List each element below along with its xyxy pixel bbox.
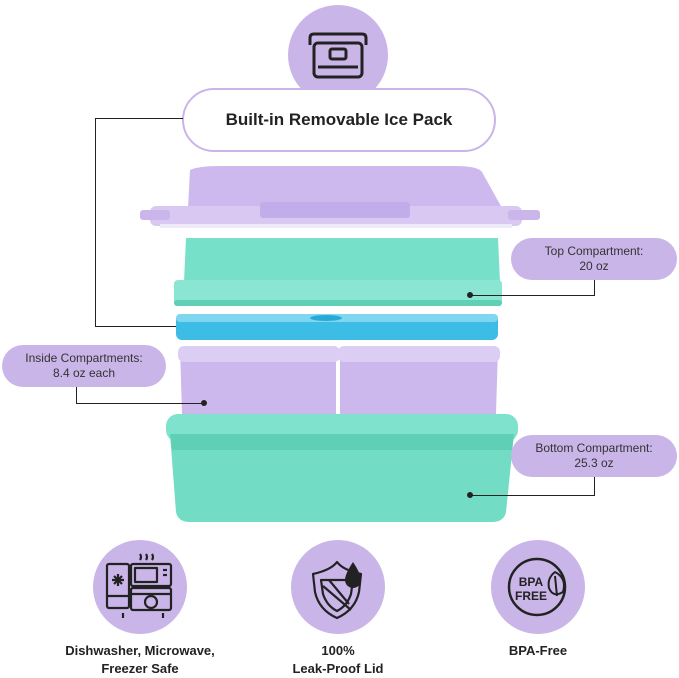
bottom-compartment-label: Bottom Compartment: [535, 441, 653, 455]
inside-compartments [178, 346, 500, 422]
top-compartment-dot [467, 292, 473, 298]
inside-compartments-callout: Inside Compartments: 8.4 oz each [2, 345, 166, 387]
feature-leak-proof-line2: Leak-Proof Lid [292, 661, 384, 676]
bpa-free-leaf-icon: BPA FREE [507, 557, 567, 617]
inside-compartments-label: Inside Compartments: [25, 351, 143, 365]
inside-compartments-connector-h [76, 403, 206, 404]
leak-proof-badge [291, 540, 385, 634]
feature-bpa-free-caption: BPA-Free [478, 642, 598, 660]
bottom-compartment-callout: Bottom Compartment: 25.3 oz [511, 435, 677, 477]
top-compartment-callout: Top Compartment: 20 oz [511, 238, 677, 280]
container-exploded-illustration [140, 166, 540, 522]
appliances-icon [105, 553, 173, 618]
bottom-compartment-connector-h [470, 495, 595, 496]
shield-drop-icon [311, 560, 363, 620]
ice-pack-title: Built-in Removable Ice Pack [225, 110, 453, 129]
feature-dishwasher-caption: Dishwasher, Microwave, Freezer Safe [40, 642, 240, 678]
ice-pack-connector-v [95, 118, 96, 326]
bpa-badge-text-bottom: FREE [515, 589, 547, 603]
ice-pack-connector-h-top [95, 118, 183, 119]
feature-leak-proof-caption: 100% Leak-Proof Lid [258, 642, 418, 678]
inside-compartments-volume: 8.4 oz each [52, 366, 116, 380]
feature-dishwasher-line2: Freezer Safe [101, 661, 179, 676]
feature-bpa-free-line1: BPA-Free [508, 643, 568, 658]
feature-leak-proof-line1: 100% [321, 643, 355, 658]
bpa-badge-text-top: BPA [519, 575, 544, 589]
ice-pack-connector-h-bottom [95, 326, 205, 327]
feature-dishwasher-line1: Dishwasher, Microwave, [65, 643, 215, 658]
bottom-compartment [166, 414, 518, 522]
ice-pack [176, 314, 498, 340]
top-compartment-volume: 20 oz [579, 259, 609, 273]
lunch-container-icon [308, 32, 368, 79]
bpa-free-badge: BPA FREE [491, 540, 585, 634]
appliances-badge [93, 540, 187, 634]
bottom-compartment-volume: 25.3 oz [574, 456, 614, 470]
lid [140, 166, 540, 228]
top-compartment-connector-v [594, 280, 595, 295]
bottom-compartment-connector-v [594, 477, 595, 495]
ice-pack-title-pill: Built-in Removable Ice Pack [182, 88, 496, 152]
top-compartment-connector-h [470, 295, 595, 296]
bottom-compartment-dot [467, 492, 473, 498]
top-compartment [174, 238, 502, 306]
top-compartment-label: Top Compartment: [544, 244, 644, 258]
inside-compartments-dot [201, 400, 207, 406]
inside-compartments-connector-v [76, 387, 77, 403]
